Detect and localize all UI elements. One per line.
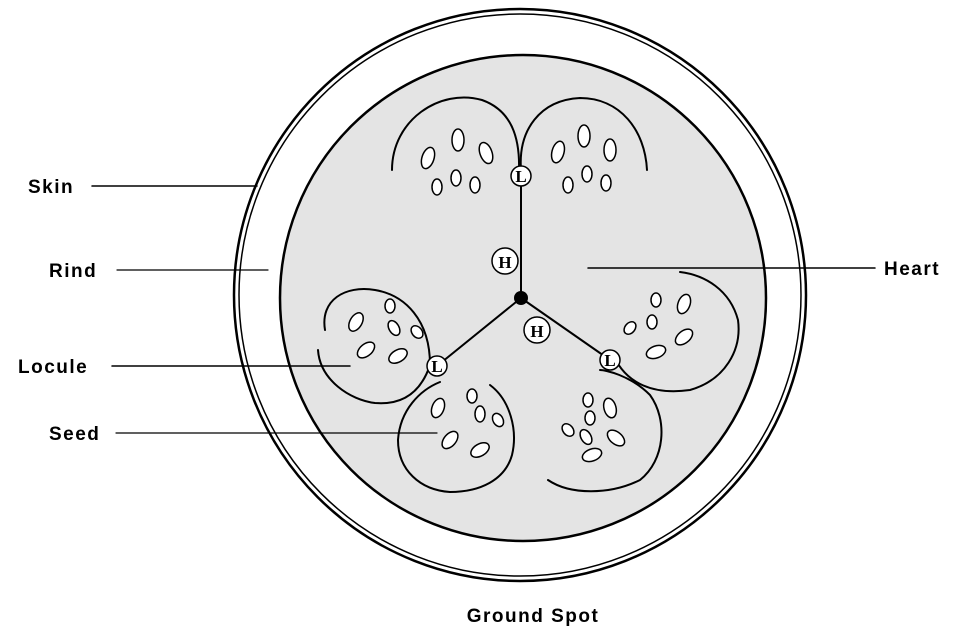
label-heart: Heart: [884, 259, 940, 280]
locule-bottom-left: [396, 381, 515, 494]
svg-text:L: L: [515, 167, 526, 186]
label-seed: Seed: [49, 424, 100, 445]
label-skin: Skin: [28, 177, 74, 198]
heart-marker-upper: H: [491, 247, 519, 275]
label-locule: Locule: [18, 357, 88, 378]
locule-marker-left: L: [426, 355, 448, 377]
svg-text:H: H: [530, 322, 543, 341]
label-ground-spot: Ground Spot: [467, 606, 600, 627]
placental-lines: [436, 179, 611, 367]
leader-lines: [91, 185, 876, 434]
svg-text:L: L: [604, 351, 615, 370]
svg-text:H: H: [498, 253, 511, 272]
locule-top-right: [519, 96, 648, 194]
locule-bottom-right: [547, 369, 663, 493]
locule-marker-right: L: [599, 349, 621, 371]
label-rind: Rind: [49, 261, 97, 282]
locule-top-left: [391, 96, 521, 196]
locule-right: [611, 271, 740, 393]
heart-marker-lower: H: [523, 316, 551, 344]
locule-marker-top: L: [510, 165, 532, 187]
svg-text:L: L: [431, 357, 442, 376]
